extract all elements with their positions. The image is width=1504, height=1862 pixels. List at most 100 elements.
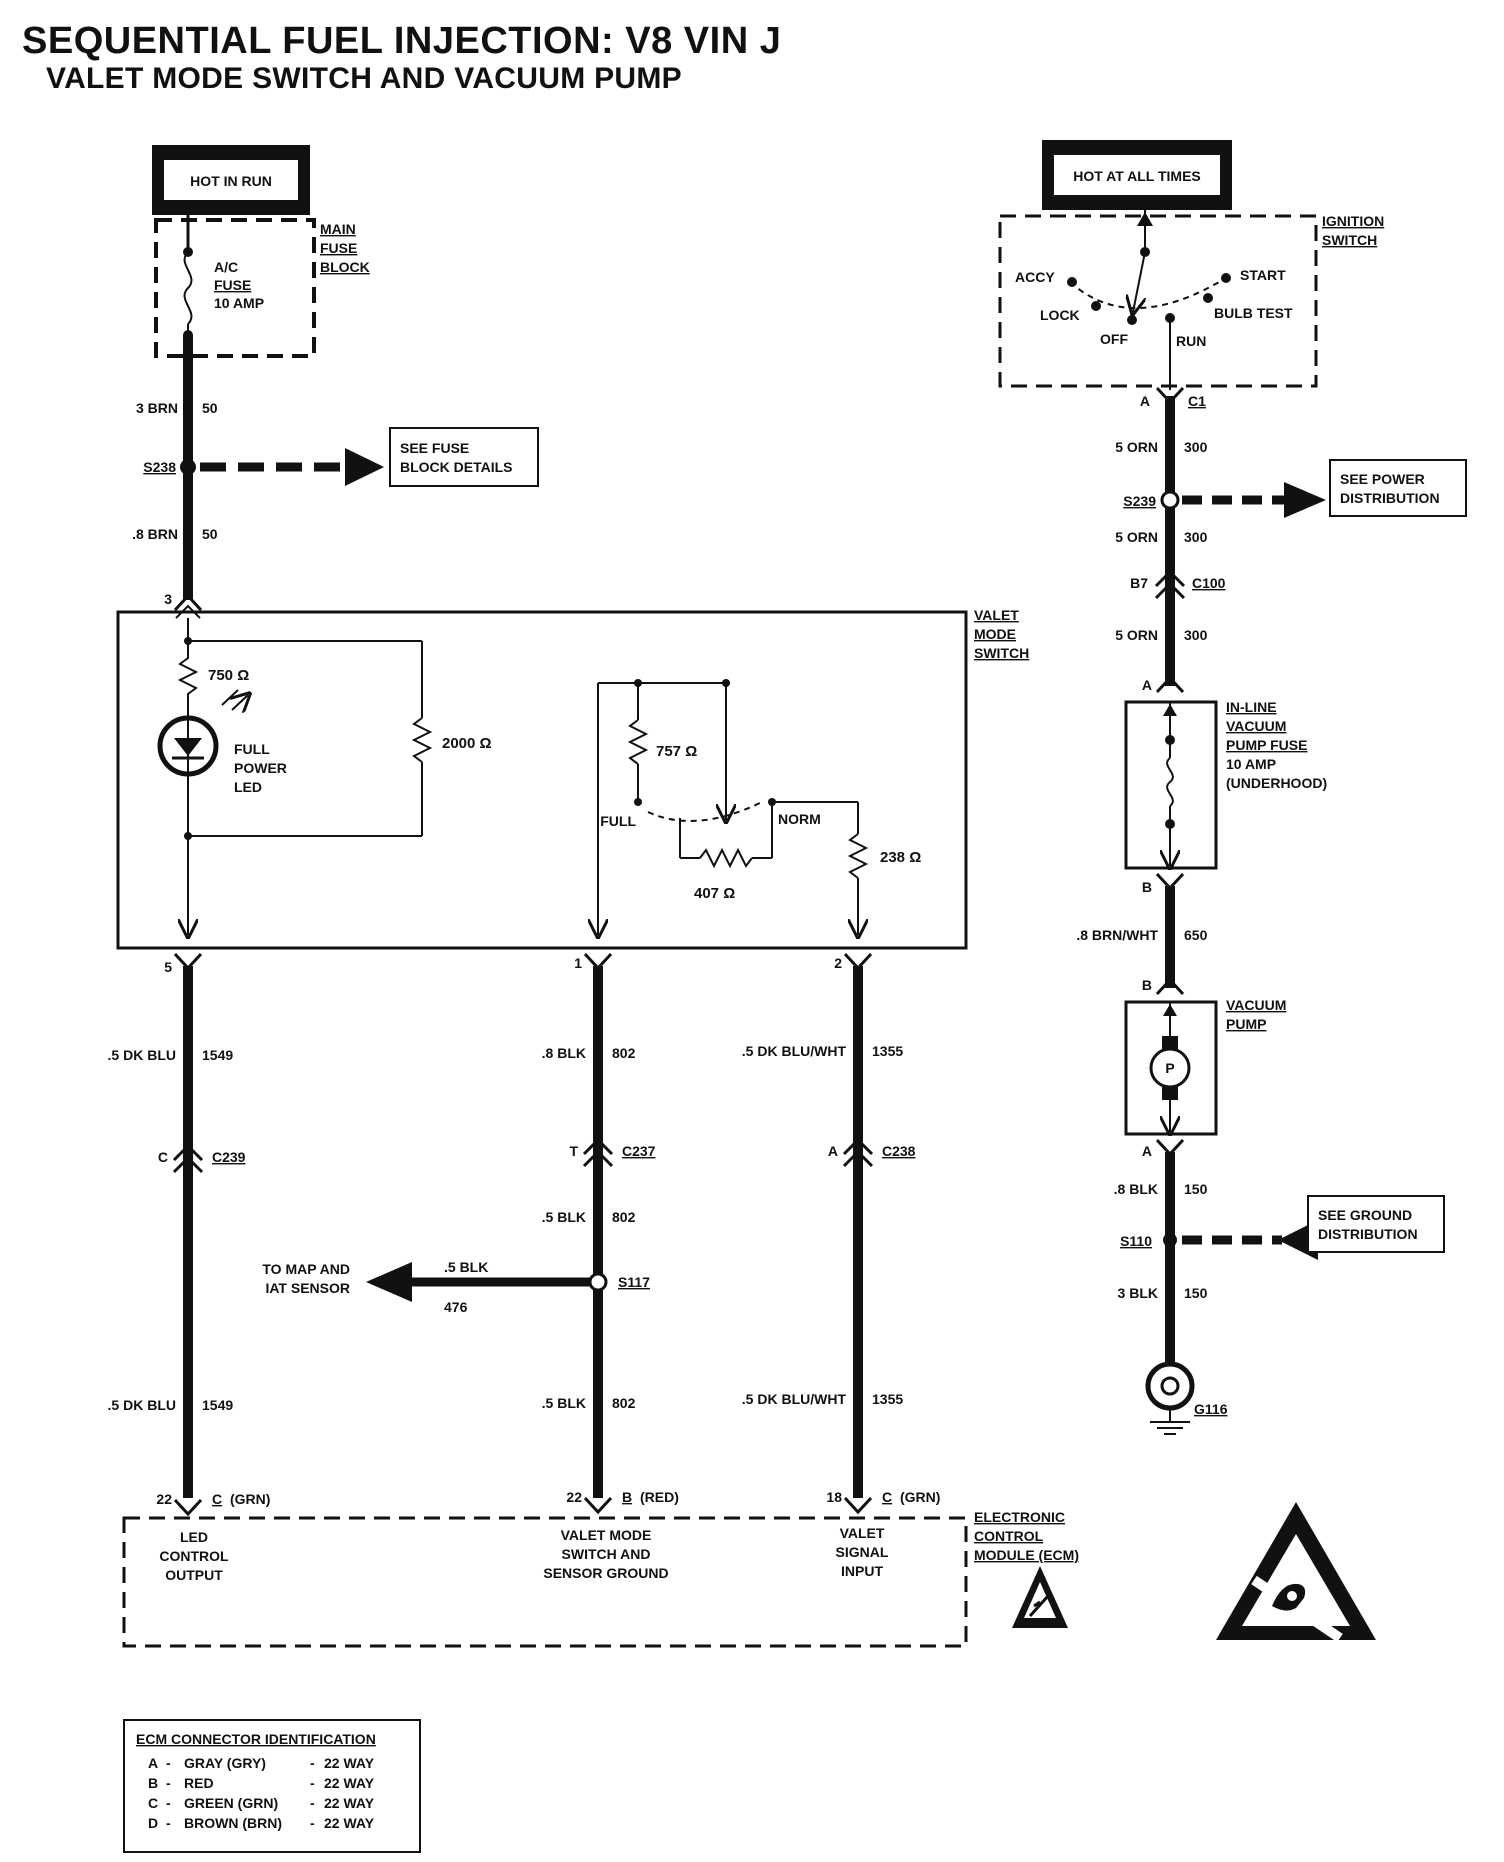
c1-label: C1 — [1188, 393, 1206, 409]
see-ground-distribution-box: SEE GROUND DISTRIBUTION — [1307, 1195, 1445, 1253]
svg-text:PUMP FUSE: PUMP FUSE — [1226, 737, 1307, 753]
svg-text:10 AMP: 10 AMP — [214, 295, 264, 311]
w1-circuit: 300 — [1184, 439, 1208, 455]
svg-text:VALET MODE: VALET MODE — [561, 1527, 652, 1543]
wire-802c-gauge: .5 BLK — [542, 1395, 586, 1411]
svg-text:22 WAY: 22 WAY — [324, 1775, 375, 1791]
table-row: C — [148, 1795, 158, 1811]
resistor-2000 — [411, 717, 433, 763]
pin-1: 1 — [574, 955, 582, 971]
c100-connector — [1154, 569, 1186, 588]
wire-802-circuit: 802 — [612, 1045, 636, 1061]
svg-text:SEE POWER: SEE POWER — [1340, 471, 1425, 487]
lower-wires — [172, 966, 874, 1498]
svg-text:22 WAY: 22 WAY — [324, 1815, 375, 1831]
svg-text:GRAY (GRY): GRAY (GRY) — [184, 1755, 266, 1771]
svg-text:-: - — [310, 1775, 315, 1791]
splice-s238 — [180, 459, 196, 475]
w4-gauge: .8 BRN/WHT — [1076, 927, 1158, 943]
w3-circuit: 300 — [1184, 627, 1208, 643]
wire-1549-gauge: .5 DK BLU — [108, 1047, 176, 1063]
vacuum-pump: P VACUUM PUMP — [1124, 997, 1286, 1134]
ecm-pin-b-color: (RED) — [640, 1489, 679, 1505]
see-fuse-block-box: SEE FUSE BLOCK DETAILS — [389, 427, 539, 487]
svg-text:407 Ω: 407 Ω — [694, 885, 735, 902]
svg-text:SWITCH: SWITCH — [1322, 232, 1377, 248]
svg-text:VACUUM: VACUUM — [1226, 718, 1286, 734]
c100-label: C100 — [1192, 575, 1226, 591]
svg-text:SENSOR GROUND: SENSOR GROUND — [543, 1565, 668, 1581]
wire-1355-gauge: .5 DK BLU/WHT — [742, 1043, 847, 1059]
resistor-757 — [627, 719, 649, 765]
svg-text:HOT AT ALL TIMES: HOT AT ALL TIMES — [1073, 168, 1201, 184]
ecm-pin-c-num: 18 — [826, 1489, 842, 1505]
svg-text:VALET: VALET — [974, 607, 1019, 623]
svg-text:RUN: RUN — [1176, 333, 1206, 349]
c239-label: C239 — [212, 1149, 246, 1165]
svg-text:22 WAY: 22 WAY — [324, 1795, 375, 1811]
svg-text:HOT IN RUN: HOT IN RUN — [190, 173, 272, 189]
wire-802b-circuit: 802 — [612, 1209, 636, 1225]
wire-1549b-gauge: .5 DK BLU — [108, 1397, 176, 1413]
svg-text:SIGNAL: SIGNAL — [836, 1544, 889, 1560]
svg-text:FULL: FULL — [234, 741, 270, 757]
svg-text:RED: RED — [184, 1775, 214, 1791]
esd-warning-icon-large — [1216, 1502, 1376, 1643]
svg-text:START: START — [1240, 267, 1286, 283]
ecm-pin-b-conn: B — [622, 1489, 632, 1505]
ecm-pin-c-color: (GRN) — [900, 1489, 940, 1505]
splice-s110-label: S110 — [1120, 1233, 1152, 1249]
splice-s239 — [1160, 490, 1180, 510]
svg-text:CONTROL: CONTROL — [159, 1548, 229, 1564]
resistor-238 — [847, 833, 869, 879]
resistor-407 — [699, 847, 753, 869]
ecm-module: LED CONTROL OUTPUT VALET MODE SWITCH AND… — [122, 1509, 1079, 1648]
resistor-750 — [177, 644, 199, 700]
svg-text:-: - — [166, 1755, 171, 1771]
table-title: ECM CONNECTOR IDENTIFICATION — [136, 1731, 376, 1747]
wire-802b-gauge: .5 BLK — [542, 1209, 586, 1225]
wire-802c-circuit: 802 — [612, 1395, 636, 1411]
fuse-pin-b: B — [1142, 879, 1152, 895]
svg-text:(UNDERHOOD): (UNDERHOOD) — [1226, 775, 1327, 791]
w2-circuit: 300 — [1184, 529, 1208, 545]
svg-text:750 Ω: 750 Ω — [208, 667, 249, 684]
svg-text:-: - — [166, 1775, 171, 1791]
hot-at-all-times-box: HOT AT ALL TIMES — [1042, 140, 1232, 210]
ecm-pin-b-num: 22 — [566, 1489, 582, 1505]
svg-text:DISTRIBUTION: DISTRIBUTION — [1318, 1226, 1418, 1242]
valet-mode-switch: VALET MODE SWITCH 750 Ω FULL POWER LED 2… — [116, 607, 1029, 950]
svg-text:2000 Ω: 2000 Ω — [442, 735, 492, 752]
c238-pin: A — [828, 1143, 838, 1159]
splice-s238-label: S238 — [143, 459, 176, 475]
svg-text:ACCY: ACCY — [1015, 269, 1055, 285]
svg-text:BROWN (BRN): BROWN (BRN) — [184, 1815, 282, 1831]
wire-1549b-circuit: 1549 — [202, 1397, 233, 1413]
splice-s117-label: S117 — [618, 1274, 650, 1290]
svg-text:SWITCH: SWITCH — [974, 645, 1029, 661]
svg-text:NORM: NORM — [778, 811, 821, 827]
c239-pin: C — [158, 1149, 168, 1165]
wire2-circuit: 50 — [202, 526, 218, 542]
inline-vacuum-pump-fuse: IN-LINE VACUUM PUMP FUSE 10 AMP (UNDERHO… — [1124, 699, 1327, 868]
svg-text:757 Ω: 757 Ω — [656, 743, 697, 760]
w5-circuit: 150 — [1184, 1181, 1208, 1197]
svg-text:ELECTRONIC: ELECTRONIC — [974, 1509, 1065, 1525]
c237-label: C237 — [622, 1143, 656, 1159]
svg-text:22 WAY: 22 WAY — [324, 1755, 375, 1771]
c100-pin: B7 — [1130, 575, 1148, 591]
w6-gauge: 3 BLK — [1118, 1285, 1158, 1301]
svg-text:VACUUM: VACUUM — [1226, 997, 1286, 1013]
ecm-connector-table: ECM CONNECTOR IDENTIFICATION A - GRAY (G… — [123, 1719, 421, 1853]
svg-text:FUSE: FUSE — [214, 277, 251, 293]
wire-1355b-circuit: 1355 — [872, 1391, 903, 1407]
svg-text:DISTRIBUTION: DISTRIBUTION — [1340, 490, 1440, 506]
splice-s110 — [1163, 1233, 1177, 1247]
ac-fuse: A/C FUSE 10 AMP — [183, 215, 264, 340]
svg-text:SEE FUSE: SEE FUSE — [400, 440, 469, 456]
svg-text:-: - — [166, 1815, 171, 1831]
c1-pin: A — [1140, 393, 1150, 409]
see-power-distribution-box: SEE POWER DISTRIBUTION — [1329, 459, 1467, 517]
table-row: B — [148, 1775, 158, 1791]
